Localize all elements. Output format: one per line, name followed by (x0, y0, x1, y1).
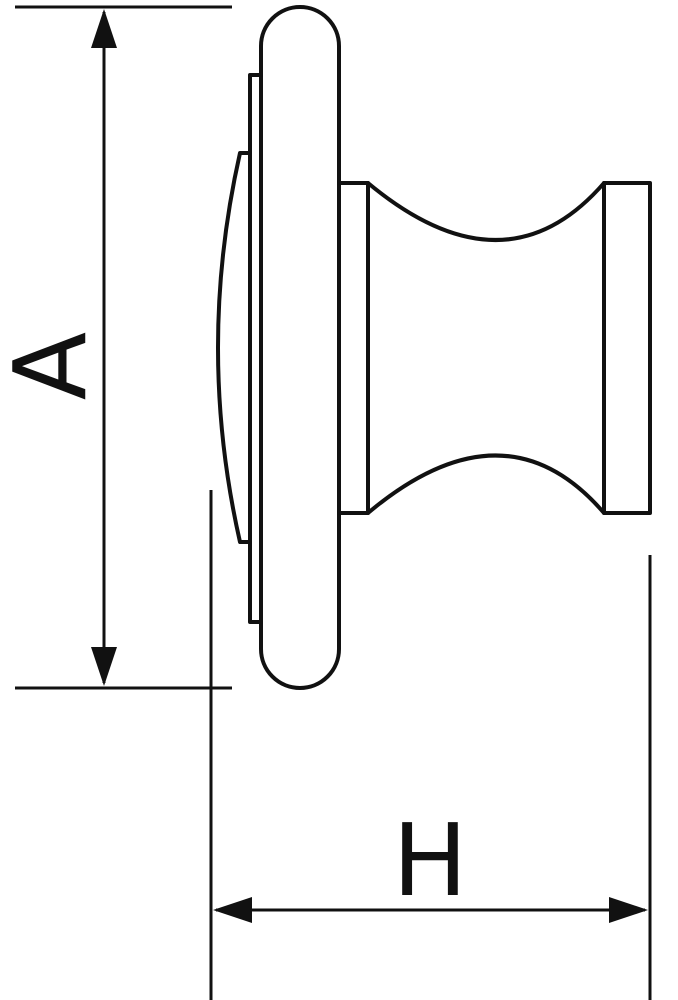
dimension-a-arrow-top (91, 9, 117, 48)
dimension-h: H (209, 490, 652, 1000)
dimension-a-label: A (0, 332, 109, 400)
knob-disc (259, 5, 341, 690)
knob-profile (216, 5, 652, 690)
dimension-h-label: H (392, 802, 467, 919)
knob-stem (337, 181, 652, 515)
dimension-h-arrow-left (213, 897, 252, 923)
dimension-h-arrow-right (609, 897, 648, 923)
knob-dome (216, 151, 252, 544)
dimension-a: A (0, 5, 232, 690)
dimension-a-arrow-bottom (91, 647, 117, 686)
knob-collar-plate (248, 73, 263, 624)
